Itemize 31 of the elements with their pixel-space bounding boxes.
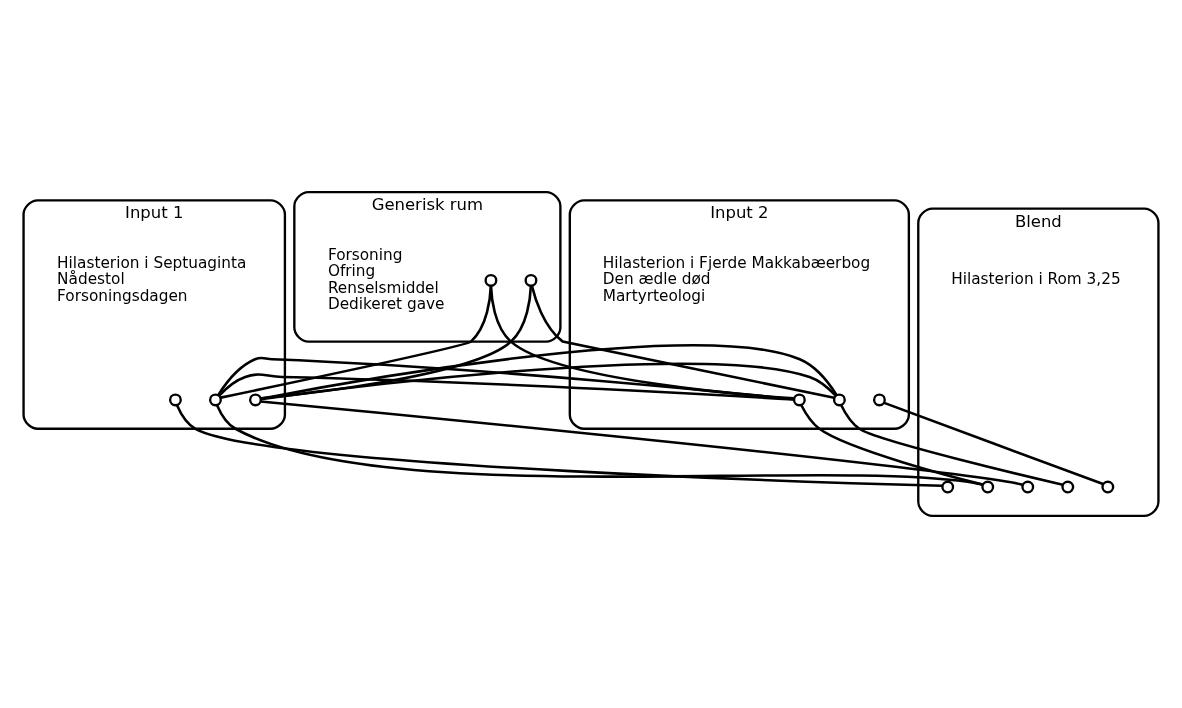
connector [220,285,493,399]
connector [800,404,984,486]
node-circle [1061,480,1075,494]
node-label: Ofring [327,262,376,281]
node-label: Hilasterion i Fjerde Makkabæerbog [602,253,871,272]
node-circle [524,273,538,287]
node-circle [792,393,806,407]
node-circle [941,480,955,494]
node-label: Den ædle død [602,270,711,289]
node-circle [981,480,995,494]
connector [260,344,838,401]
node-label: Renselsmiddel [327,278,439,297]
node-label: Forsoningsdagen [57,286,188,305]
connector [530,285,835,399]
node-circle [872,393,886,407]
connector [489,285,794,400]
node-circle [249,393,262,407]
node-label: Forsoning [327,245,403,264]
node-label: Dedikeret gave [327,295,445,314]
node-label: Hilasterion i Rom 3,25 [951,270,1121,289]
node-circle [1021,480,1035,494]
node-circle [209,393,222,407]
connector [839,404,1064,486]
connector [883,401,1104,486]
node-circle [832,393,846,407]
node-circle [1101,480,1115,494]
node-circle [484,273,498,287]
node-label: Nådestol [57,270,125,289]
connector [217,356,794,401]
node-label: Martyrteologi [602,286,706,305]
node-circle [168,393,182,407]
